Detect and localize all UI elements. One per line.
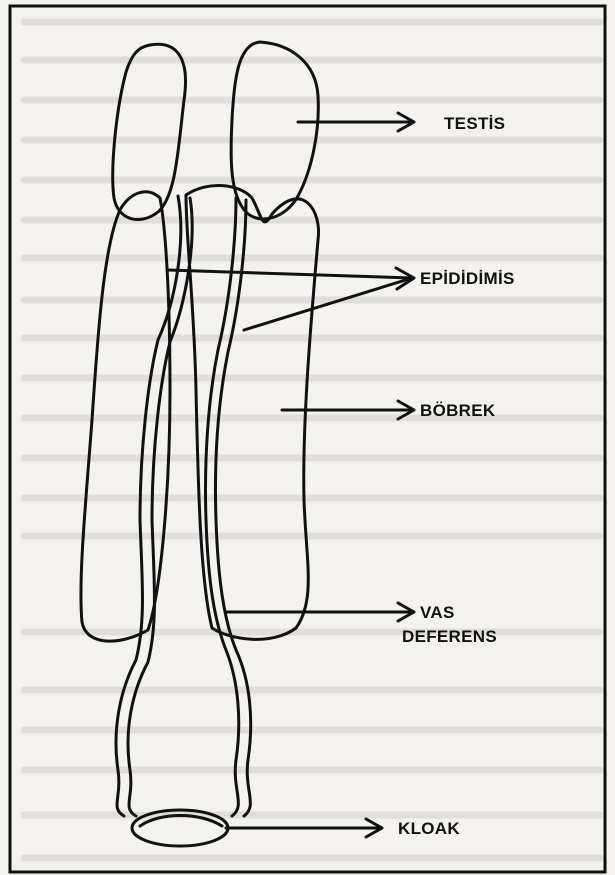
label-vas-deferens-line1: VAS [420,602,455,624]
label-bobrek: BÖBREK [420,400,495,422]
arrow-epididimis-lower-line [244,278,412,330]
duct-left-inner [128,198,192,816]
arrow-epididimis-upper-line [168,270,412,278]
kidney-right [186,185,319,639]
label-kloak: KLOAK [398,818,460,840]
label-epididimis: EPİDİDİMİS [420,268,515,290]
duct-right-inner [216,200,251,816]
duct-left-outer [116,196,181,816]
duct-right-outer [206,198,239,816]
background-text-lines [24,22,600,858]
figure-frame [10,6,605,872]
label-vas-deferens-line2: DEFERENS [402,626,497,648]
label-testis: TESTİS [444,113,505,135]
